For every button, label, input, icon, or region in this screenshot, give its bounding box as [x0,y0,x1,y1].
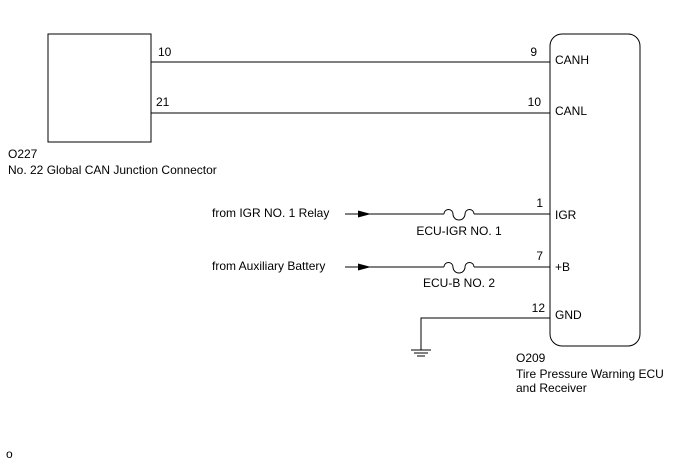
ecu-pin-canl-number: 10 [528,95,542,109]
ecu-pin-gnd-number: 12 [532,301,546,315]
ecu-pin-igr-number: 1 [536,196,543,210]
ecu-pin-canl-label: CANL [555,104,587,118]
ecu-pin-gnd-label: GND [555,308,582,322]
ecu-pin-igr-label: IGR [555,208,577,222]
ground-icon [411,349,431,357]
gnd-wire [420,317,550,350]
ecu-pin-plus-b-number: 7 [536,249,543,263]
junction-connector-code: O227 [8,147,38,161]
junction-connector-name: No. 22 Global CAN Junction Connector [8,163,217,177]
connector-pin-canl: 21 [156,95,170,109]
junction-connector-box [47,33,152,143]
source-aux-battery: from Auxiliary Battery [212,259,325,273]
ecu-pin-canh-number: 9 [530,45,537,59]
connector-pin-canh: 10 [158,45,172,59]
fuse-ecu-igr-label: ECU-IGR NO. 1 [416,224,502,238]
fuse-ecu-b-label: ECU-B NO. 2 [423,276,495,290]
ecu-pin-canh-label: CANH [555,53,589,67]
ecu-name-line1: Tire Pressure Warning ECU [516,367,664,381]
footer-mark: o [6,447,13,461]
source-igr-relay: from IGR NO. 1 Relay [212,206,329,220]
fuse-icon [443,262,475,274]
ecu-pin-plus-b-label: +B [555,260,570,274]
ecu-name-line2: and Receiver [516,381,587,395]
ecu-code: O209 [516,351,546,365]
fuse-icon [443,209,475,221]
ecu-box [549,33,641,347]
